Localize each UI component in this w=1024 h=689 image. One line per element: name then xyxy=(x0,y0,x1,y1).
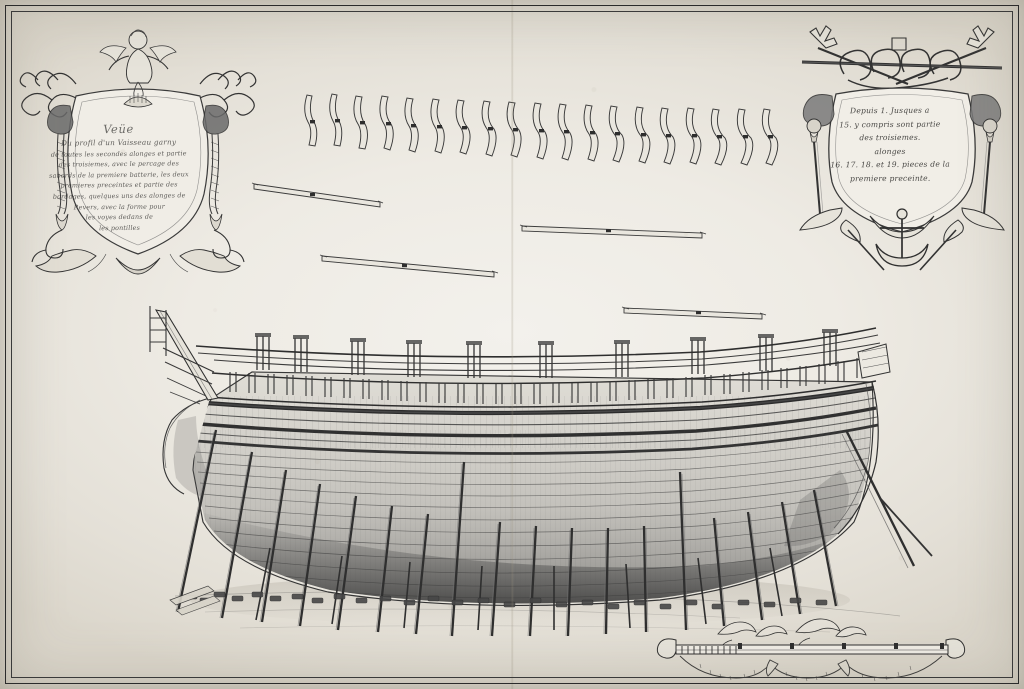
tassel-cords xyxy=(56,133,220,215)
putto-figure xyxy=(99,29,177,97)
plate-border-inner xyxy=(11,11,1013,678)
plate-border-outer xyxy=(5,5,1019,684)
legend-cartouche xyxy=(788,18,1016,286)
trident-icon-left xyxy=(809,25,909,85)
ribbon-scroll-base xyxy=(799,207,1005,243)
title-cartouche xyxy=(18,18,258,308)
shell-ornament xyxy=(123,93,153,108)
dolphin-ornament-base xyxy=(34,249,242,275)
scrollwork-right xyxy=(199,70,257,118)
anchor-icon xyxy=(875,208,929,267)
